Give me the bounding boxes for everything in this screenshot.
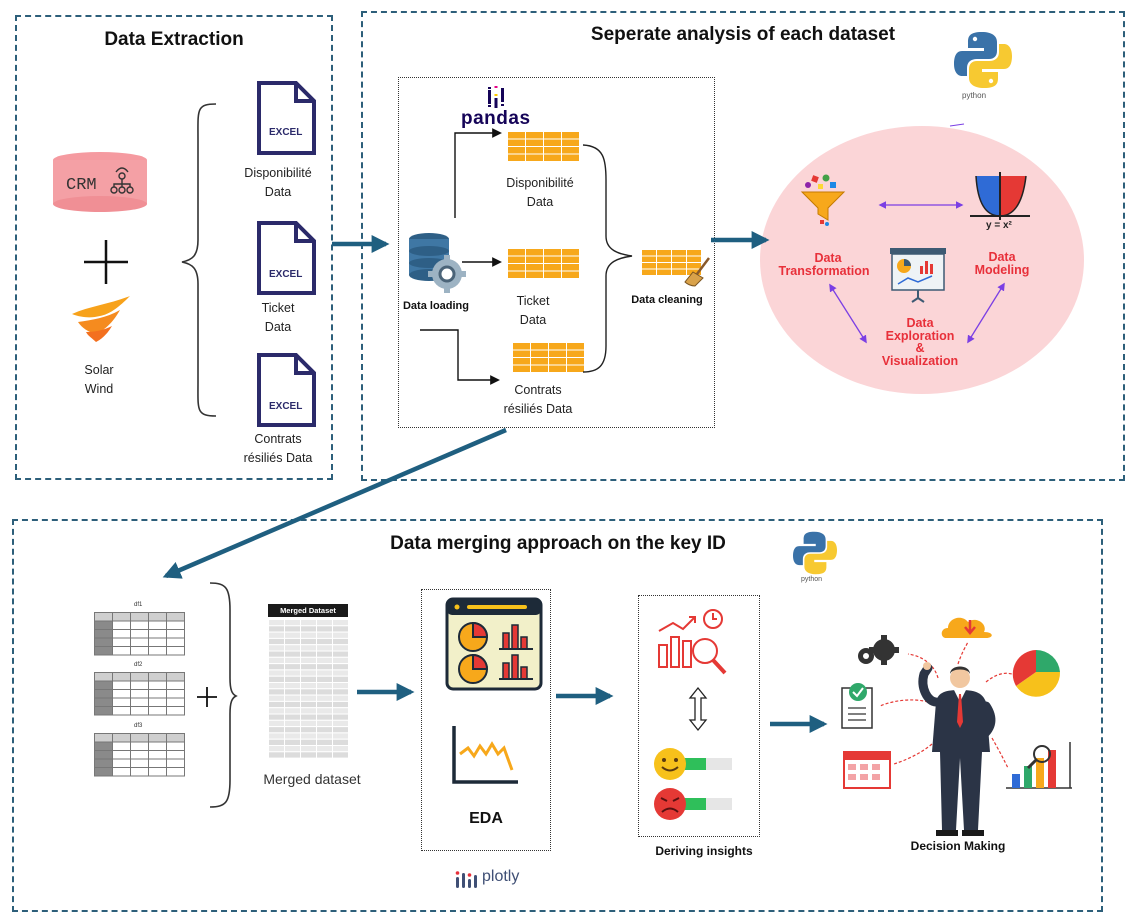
python-logo-icon-merge bbox=[793, 531, 837, 575]
exploration-label-line2: Exploration bbox=[885, 329, 955, 343]
python-label-top: python bbox=[962, 91, 987, 100]
line-chart-icon bbox=[452, 726, 518, 784]
excel-file-icon-1 bbox=[257, 81, 316, 155]
df1-table bbox=[94, 612, 185, 661]
python-logo-icon bbox=[954, 32, 1012, 88]
merged-dataset-label: Merged dataset bbox=[263, 771, 361, 787]
funnel-transformation-icon bbox=[800, 174, 846, 226]
dashboard-board-icon bbox=[890, 248, 946, 303]
crm-database-icon bbox=[53, 152, 147, 212]
file-3-label-line1: Contrats bbox=[254, 432, 302, 446]
database-gear-icon bbox=[409, 233, 466, 293]
extraction-brace bbox=[181, 103, 217, 417]
table-2-label-line2: Data bbox=[519, 313, 547, 327]
grid-cell bbox=[332, 751, 349, 759]
df3-label: df3 bbox=[134, 723, 143, 729]
separate-analysis-title: Seperate analysis of each dataset bbox=[590, 24, 896, 45]
decision-making-label: Decision Making bbox=[910, 839, 1006, 853]
happy-feedback-icon bbox=[654, 748, 732, 780]
python-label-merge: python bbox=[801, 576, 823, 583]
solarwind-label-line1: Solar bbox=[84, 363, 114, 377]
grid-cell bbox=[561, 153, 580, 162]
table-3-label-line2: résiliés Data bbox=[503, 402, 573, 416]
modeling-label-line1: Data bbox=[988, 250, 1016, 264]
table-icon-disponibilite bbox=[507, 131, 580, 167]
table-icon-cleaning bbox=[641, 249, 702, 281]
merged-dataset-header: Merged Dataset bbox=[268, 604, 348, 617]
table-1-label-line2: Data bbox=[526, 195, 554, 209]
insights-box bbox=[638, 595, 760, 837]
deriving-insights-label: Deriving insights bbox=[655, 844, 753, 858]
file-3-label-line2: résiliés Data bbox=[243, 451, 313, 465]
table-icon-ticket bbox=[507, 248, 580, 284]
data-merging-panel bbox=[12, 519, 1103, 912]
eda-label: EDA bbox=[469, 810, 503, 827]
analytics-magnifier-icon bbox=[658, 609, 727, 675]
transformation-label-line2: Transformation bbox=[778, 264, 870, 278]
table-2-label-line1: Ticket bbox=[516, 294, 550, 308]
df2-table bbox=[94, 672, 185, 721]
excel-file-icon-3 bbox=[257, 353, 316, 427]
pandas-logo-icon bbox=[488, 86, 504, 108]
decision-making-illustration bbox=[841, 617, 1072, 836]
eda-box bbox=[421, 589, 551, 851]
modeling-label-line2: Modeling bbox=[974, 263, 1030, 277]
merged-dataset-table bbox=[268, 619, 349, 764]
file-2-label-line1: Ticket bbox=[261, 301, 295, 315]
grid-cell bbox=[566, 364, 585, 373]
data-extraction-panel bbox=[15, 15, 333, 480]
sad-feedback-icon bbox=[654, 788, 732, 820]
transformation-label-line1: Data bbox=[814, 251, 842, 265]
data-merging-title: Data merging approach on the key ID bbox=[390, 533, 726, 554]
crm-label: CRM bbox=[66, 176, 97, 195]
df1-label: df1 bbox=[134, 602, 143, 608]
parabola-modeling-icon bbox=[970, 172, 1030, 220]
plotly-label: plotly bbox=[482, 868, 520, 885]
grid-cell bbox=[166, 767, 185, 777]
merge-plus-icon bbox=[197, 687, 217, 707]
data-loading-box bbox=[398, 77, 715, 428]
df3-table bbox=[94, 733, 185, 782]
excel-badge-3: EXCEL bbox=[269, 401, 303, 412]
excel-badge-2: EXCEL bbox=[269, 269, 303, 280]
exploration-label-line1: Data bbox=[906, 316, 934, 330]
data-cleaning-label: Data cleaning bbox=[631, 294, 703, 306]
df2-label: df2 bbox=[134, 662, 143, 668]
grid-cell bbox=[166, 706, 185, 716]
double-arrow-icon bbox=[688, 686, 708, 732]
data-extraction-title: Data Extraction bbox=[104, 29, 244, 50]
file-1-label-line1: Disponibilité bbox=[244, 166, 312, 180]
grid-cell bbox=[561, 270, 580, 279]
grid-cell bbox=[166, 646, 185, 656]
formula-label: y = x² bbox=[986, 220, 1012, 231]
table-1-label-line1: Disponibilité bbox=[506, 176, 574, 190]
broom-icon bbox=[684, 257, 710, 287]
excel-file-icon-2 bbox=[257, 221, 316, 295]
plus-icon bbox=[84, 240, 128, 284]
file-1-label-line2: Data bbox=[264, 185, 292, 199]
table-3-label-line1: Contrats bbox=[514, 383, 562, 397]
file-2-label-line2: Data bbox=[264, 320, 292, 334]
solarwind-label-line2: Wind bbox=[84, 382, 114, 396]
pandas-label: pandas bbox=[461, 108, 531, 129]
solarwinds-logo-icon bbox=[72, 296, 130, 342]
exploration-label-line3: & bbox=[915, 341, 925, 355]
plotly-logo-icon bbox=[455, 871, 477, 888]
table-icon-contrats bbox=[512, 342, 585, 378]
data-loading-label: Data loading bbox=[402, 300, 469, 312]
excel-badge-1: EXCEL bbox=[269, 127, 303, 138]
dashboard-charts-icon bbox=[445, 597, 543, 691]
merge-brace bbox=[209, 582, 238, 808]
exploration-label-line4: Visualization bbox=[881, 354, 959, 368]
